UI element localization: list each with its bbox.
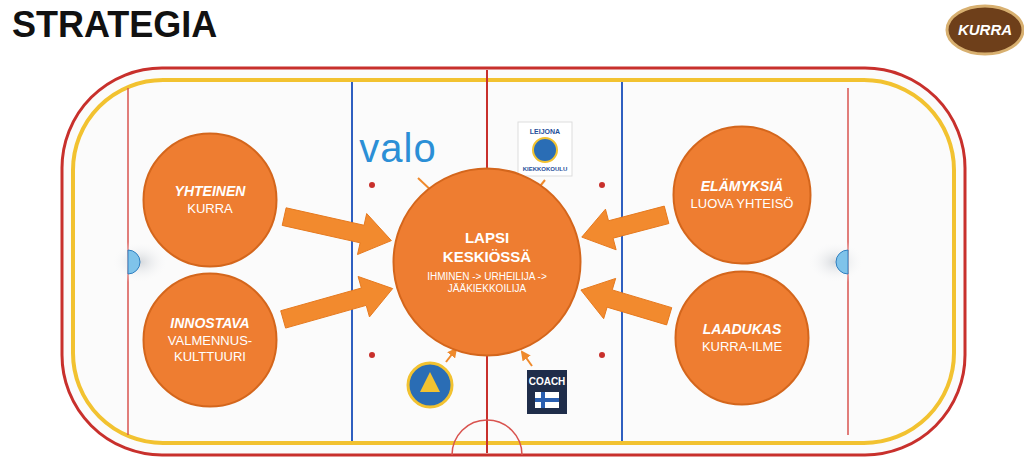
big-arrow bbox=[282, 208, 391, 255]
logo-text: valo bbox=[359, 126, 436, 171]
circle-text-group: INNOSTAVAVALMENNUS- KULTTUURI bbox=[158, 315, 263, 365]
strategy-circle: LAPSI KESKIÖSSÄ IHMINEN -> URHEILIJA -> J… bbox=[392, 167, 582, 357]
circle-body: KURRA-ILME bbox=[690, 339, 795, 355]
circle-shape bbox=[674, 270, 810, 406]
circle-shape bbox=[142, 132, 278, 268]
circle-text-group: ELÄMYKSIÄLUOVA YHTEISÖ bbox=[688, 178, 797, 212]
circle-heading: INNOSTAVA bbox=[158, 315, 263, 333]
circle-outline bbox=[676, 272, 809, 405]
big-arrow bbox=[582, 206, 669, 250]
circle-heading: LAADUKAS bbox=[690, 321, 795, 339]
circle-heading: LAPSI KESKIÖSSÄ bbox=[427, 229, 547, 267]
strategy-circle: YHTEINENKURRA bbox=[142, 132, 278, 268]
circle-body: LUOVA YHTEISÖ bbox=[688, 196, 797, 212]
logo-text: COACH bbox=[529, 376, 566, 387]
circle-outline bbox=[394, 169, 581, 356]
circle-text-group: LAADUKASKURRA-ILME bbox=[690, 321, 795, 355]
strategy-circle: ELÄMYKSIÄLUOVA YHTEISÖ bbox=[672, 125, 812, 265]
circle-heading: ELÄMYKSIÄ bbox=[688, 178, 797, 196]
circle-shape bbox=[672, 125, 812, 265]
circle-heading: YHTEINEN bbox=[158, 183, 263, 201]
circle-outline bbox=[144, 274, 277, 407]
circle-text-group: YHTEINENKURRA bbox=[158, 183, 263, 217]
logo-text: LEIJONA bbox=[530, 128, 560, 135]
strategy-circle: LAADUKASKURRA-ILME bbox=[674, 270, 810, 406]
circle-body: VALMENNUS- KULTTUURI bbox=[158, 333, 263, 366]
circle-outline bbox=[144, 134, 277, 267]
circle-body: KURRA bbox=[158, 201, 263, 217]
big-arrow bbox=[281, 276, 393, 328]
logo-text: KIEKKOKOULU bbox=[523, 166, 568, 172]
circle-body: IHMINEN -> URHEILIJA -> JÄÄKIEKKOILIJA bbox=[427, 270, 547, 295]
slide-title: STRATEGIA bbox=[12, 4, 217, 46]
circle-outline bbox=[674, 127, 811, 264]
logo-text: KURRA bbox=[958, 21, 1012, 38]
circle-text-group: LAPSI KESKIÖSSÄ IHMINEN -> URHEILIJA -> J… bbox=[427, 229, 547, 296]
strategy-circle: INNOSTAVAVALMENNUS- KULTTUURI bbox=[142, 272, 278, 408]
big-arrow bbox=[581, 278, 672, 324]
